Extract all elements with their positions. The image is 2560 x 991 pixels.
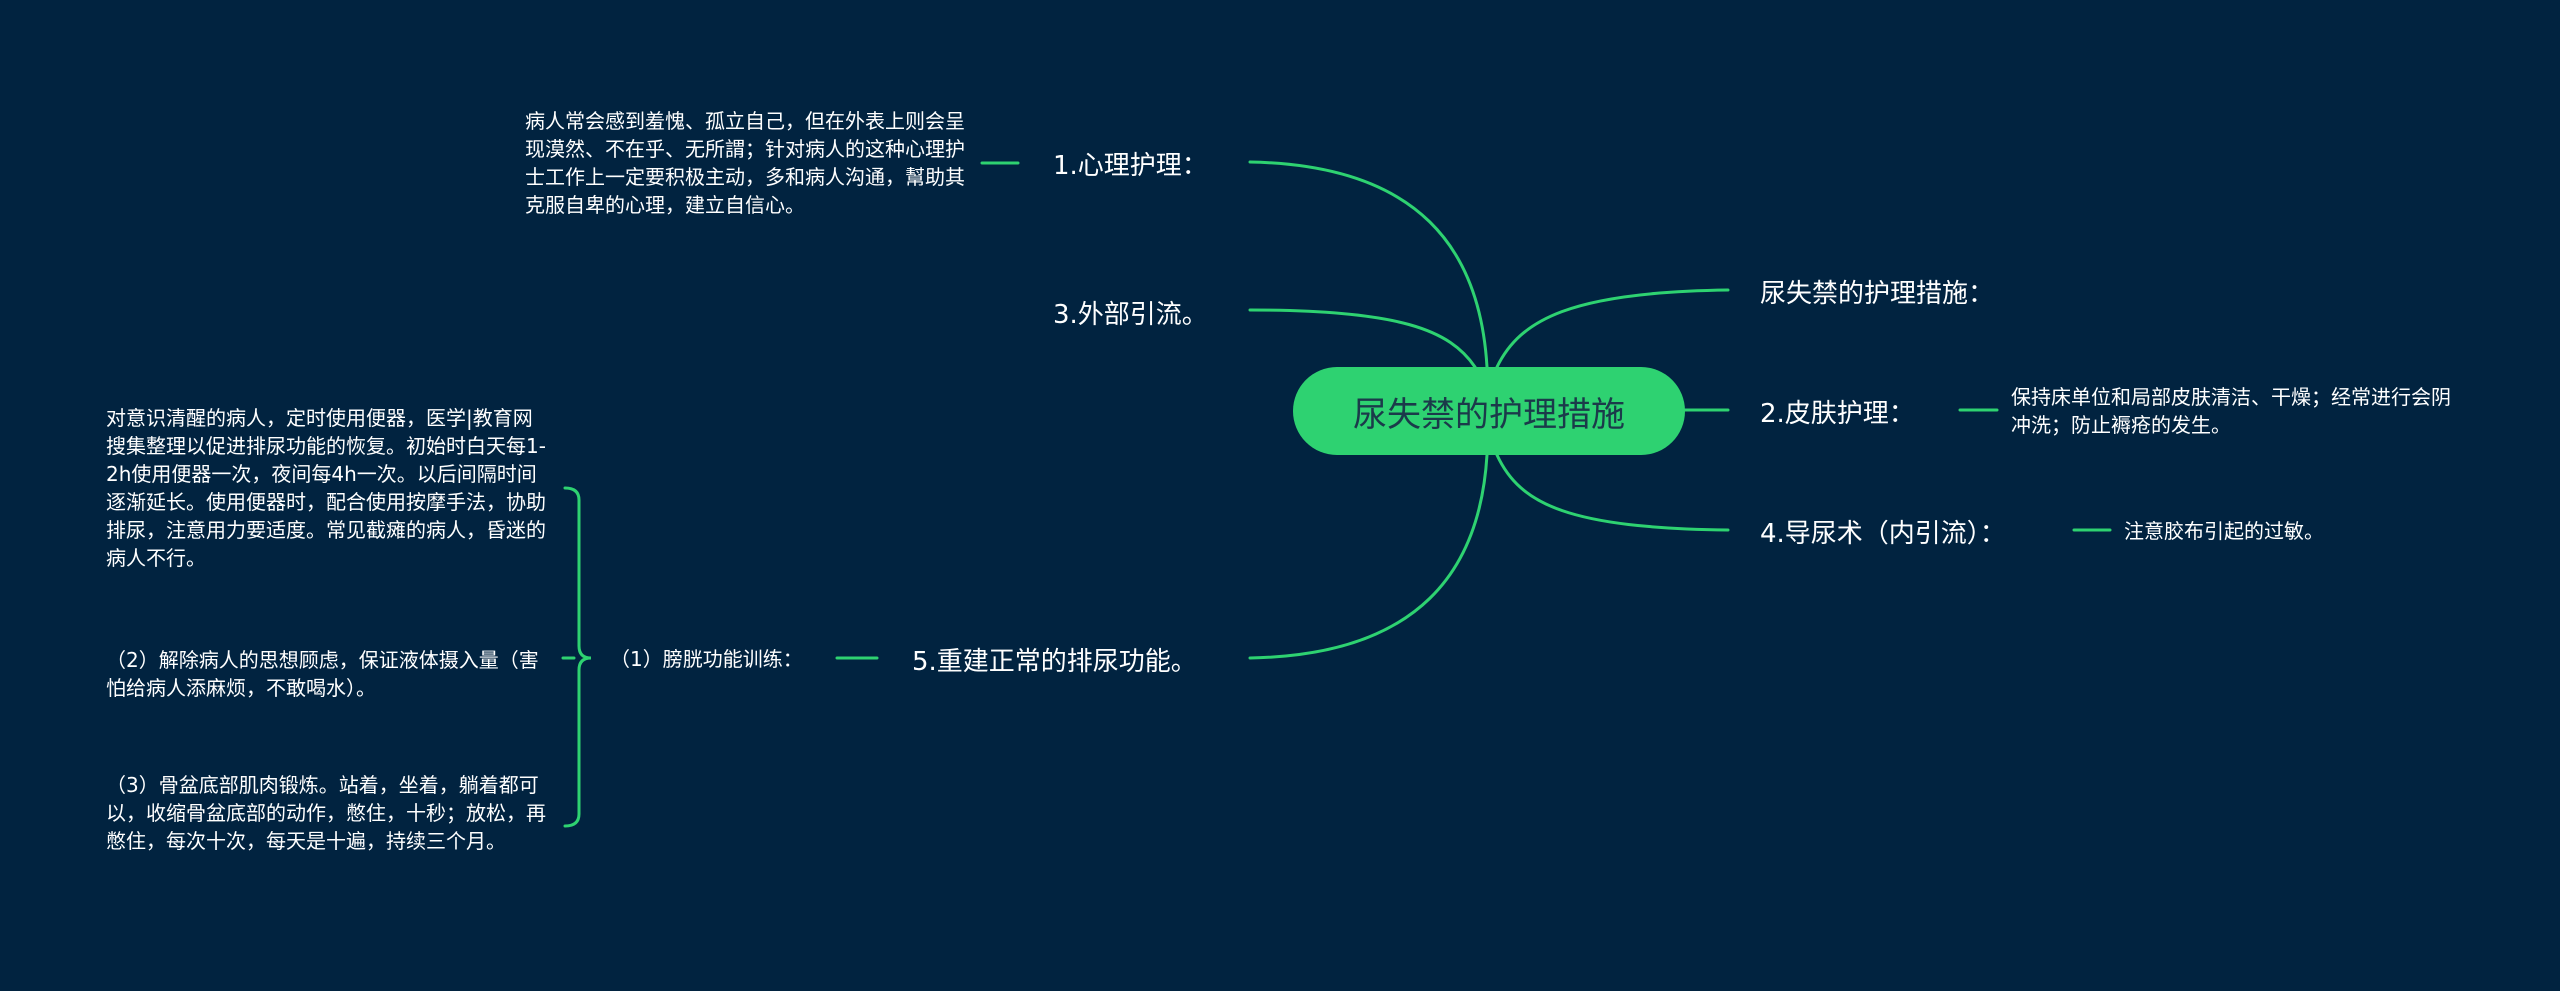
branch-rebuild[interactable]: 5.重建正常的排尿功能。 — [912, 641, 1197, 678]
link-root-external — [1248, 308, 1477, 369]
branch-measures[interactable]: 尿失禁的护理措施： — [1760, 273, 1994, 310]
link-root-rebuild — [1248, 453, 1489, 660]
rebuild-sub-node[interactable]: （1）膀胱功能训练： — [610, 645, 803, 673]
sub-item-2: （2）解除病人的思想顾虑，保证液体摄入量（害怕给病人添麻烦，不敢喝水）。 — [106, 646, 551, 702]
link-root-psych — [1248, 160, 1489, 369]
branch-catheter[interactable]: 4.导尿术（内引流）： — [1760, 513, 2006, 550]
root-node[interactable]: 尿失禁的护理措施 — [1293, 367, 1685, 455]
sub-item-1-text: 对意识清醒的病人，定时使用便器，医学|教育网搜集整理以促进排尿功能的恢复。初始时… — [106, 406, 546, 570]
skin-note: 保持床单位和局部皮肤清洁、干燥；经常进行会阴冲洗；防止褥疮的发生。 — [2011, 383, 2461, 439]
sub-bracket — [561, 486, 592, 828]
branch-psych-label: 1.心理护理： — [1053, 151, 1208, 181]
catheter-note: 注意胶布引起的过敏。 — [2124, 517, 2324, 545]
skin-note-text: 保持床单位和局部皮肤清洁、干燥；经常进行会阴冲洗；防止褥疮的发生。 — [2011, 385, 2451, 437]
link-root-catheter — [1495, 453, 1730, 532]
branch-external[interactable]: 3.外部引流。 — [1053, 294, 1208, 331]
branch-external-label: 3.外部引流。 — [1053, 300, 1208, 330]
branch-measures-label: 尿失禁的护理措施： — [1760, 279, 1995, 309]
rebuild-sub-label: （1）膀胱功能训练： — [610, 647, 803, 671]
root-label: 尿失禁的护理措施 — [1353, 394, 1625, 435]
sub-item-3: （3）骨盆底部肌肉锻炼。站着，坐着，躺着都可以，收缩骨盆底部的动作，憋住，十秒；… — [106, 771, 551, 855]
branch-skin-label: 2.皮肤护理： — [1760, 399, 1915, 429]
sub-item-1: 对意识清醒的病人，定时使用便器，医学|教育网搜集整理以促进排尿功能的恢复。初始时… — [106, 404, 551, 572]
sub-item-3-text: （3）骨盆底部肌肉锻炼。站着，坐着，躺着都可以，收缩骨盆底部的动作，憋住，十秒；… — [106, 773, 546, 853]
catheter-note-text: 注意胶布引起的过敏。 — [2124, 519, 2324, 543]
psych-note: 病人常会感到羞愧、孤立自己，但在外表上则会呈现漠然、不在乎、无所謂；针对病人的这… — [525, 107, 975, 219]
branch-rebuild-label: 5.重建正常的排尿功能。 — [912, 647, 1197, 677]
branch-psych[interactable]: 1.心理护理： — [1053, 145, 1208, 182]
branch-skin[interactable]: 2.皮肤护理： — [1760, 393, 1915, 430]
link-root-measures — [1495, 288, 1730, 369]
sub-item-2-text: （2）解除病人的思想顾虑，保证液体摄入量（害怕给病人添麻烦，不敢喝水）。 — [106, 648, 539, 700]
branch-catheter-label: 4.导尿术（内引流）： — [1760, 519, 2006, 549]
psych-note-text: 病人常会感到羞愧、孤立自己，但在外表上则会呈现漠然、不在乎、无所謂；针对病人的这… — [525, 109, 965, 217]
